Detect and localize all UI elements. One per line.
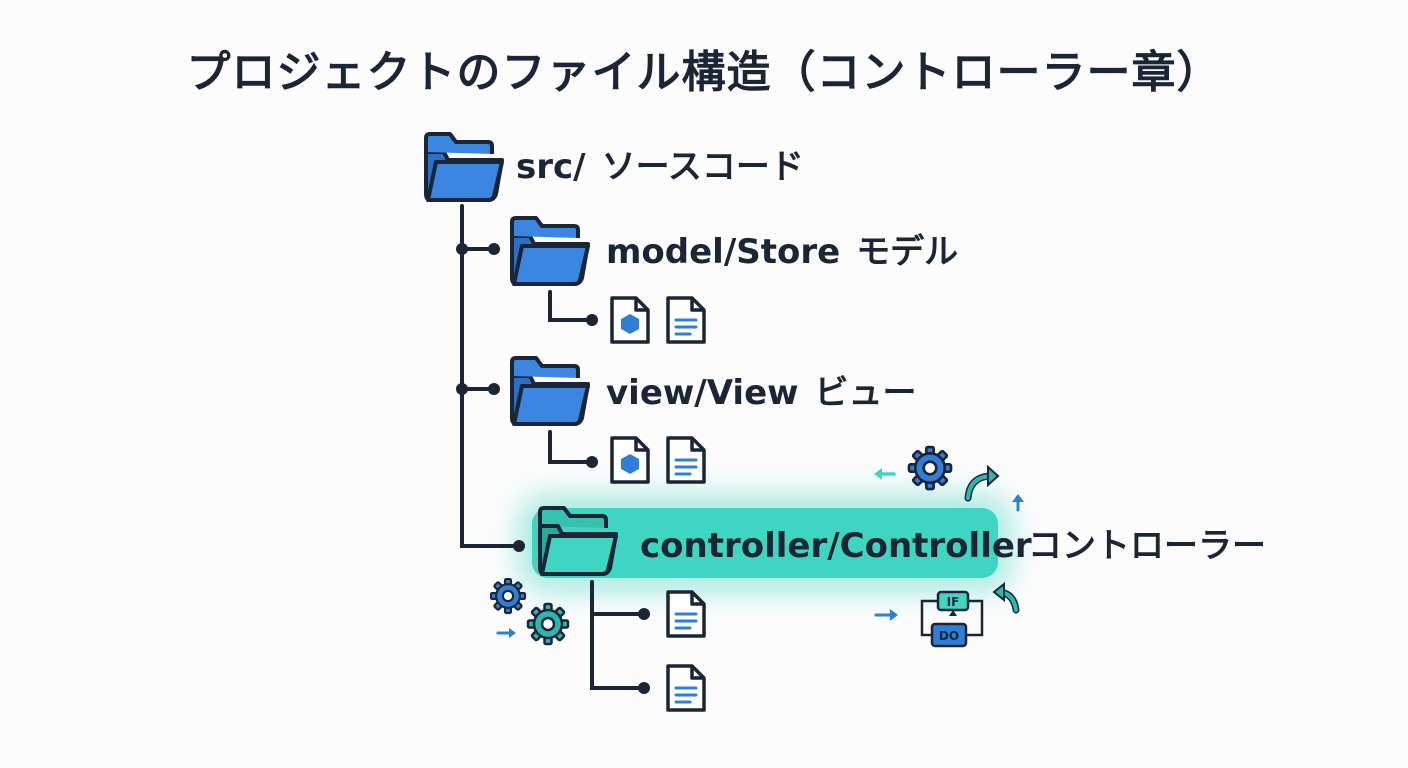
view-name: view/View	[606, 373, 799, 413]
page-title: プロジェクトのファイル構造（コントローラー章）	[186, 47, 1222, 98]
controller-text-file-icon	[666, 590, 706, 638]
if-do-flow-icon: IF DO	[920, 590, 984, 648]
model-desc: モデル	[856, 232, 959, 272]
do-label: DO	[939, 629, 959, 643]
model-folder-icon	[510, 216, 590, 286]
tree-connectors	[460, 204, 644, 690]
controller-name: controller/Controller	[640, 526, 1032, 566]
gear-icon-teal	[526, 602, 570, 646]
controller-text-file-icon-2	[666, 664, 706, 712]
src-name: src/	[516, 147, 586, 187]
controller-folder-icon	[538, 506, 618, 576]
controller-desc: コントローラー	[1028, 526, 1266, 566]
src-label: src/ソースコード	[516, 150, 804, 184]
left-arrow-icon	[874, 468, 896, 480]
view-module-file-icon	[610, 436, 650, 484]
arrow-icon	[496, 628, 516, 638]
curved-arrow-icon	[964, 464, 1000, 502]
tree-connector-dots	[456, 243, 650, 694]
src-desc: ソースコード	[601, 147, 804, 187]
view-text-file-icon	[666, 436, 706, 484]
view-desc: ビュー	[814, 373, 917, 413]
view-label: view/View ビュー	[606, 376, 917, 410]
gear-icon	[489, 577, 527, 615]
view-folder-icon	[510, 356, 590, 426]
gear-icon-top	[907, 445, 953, 491]
if-label: IF	[947, 595, 960, 609]
model-label: model/Store モデル	[606, 235, 958, 269]
model-name: model/Store	[606, 232, 841, 272]
model-text-file-icon	[666, 296, 706, 344]
arrow-icon-right	[874, 609, 898, 621]
src-folder-icon	[424, 132, 504, 202]
curved-arrow-icon-2	[992, 581, 1020, 614]
model-module-file-icon	[610, 296, 650, 344]
up-arrow-icon	[1012, 494, 1024, 512]
